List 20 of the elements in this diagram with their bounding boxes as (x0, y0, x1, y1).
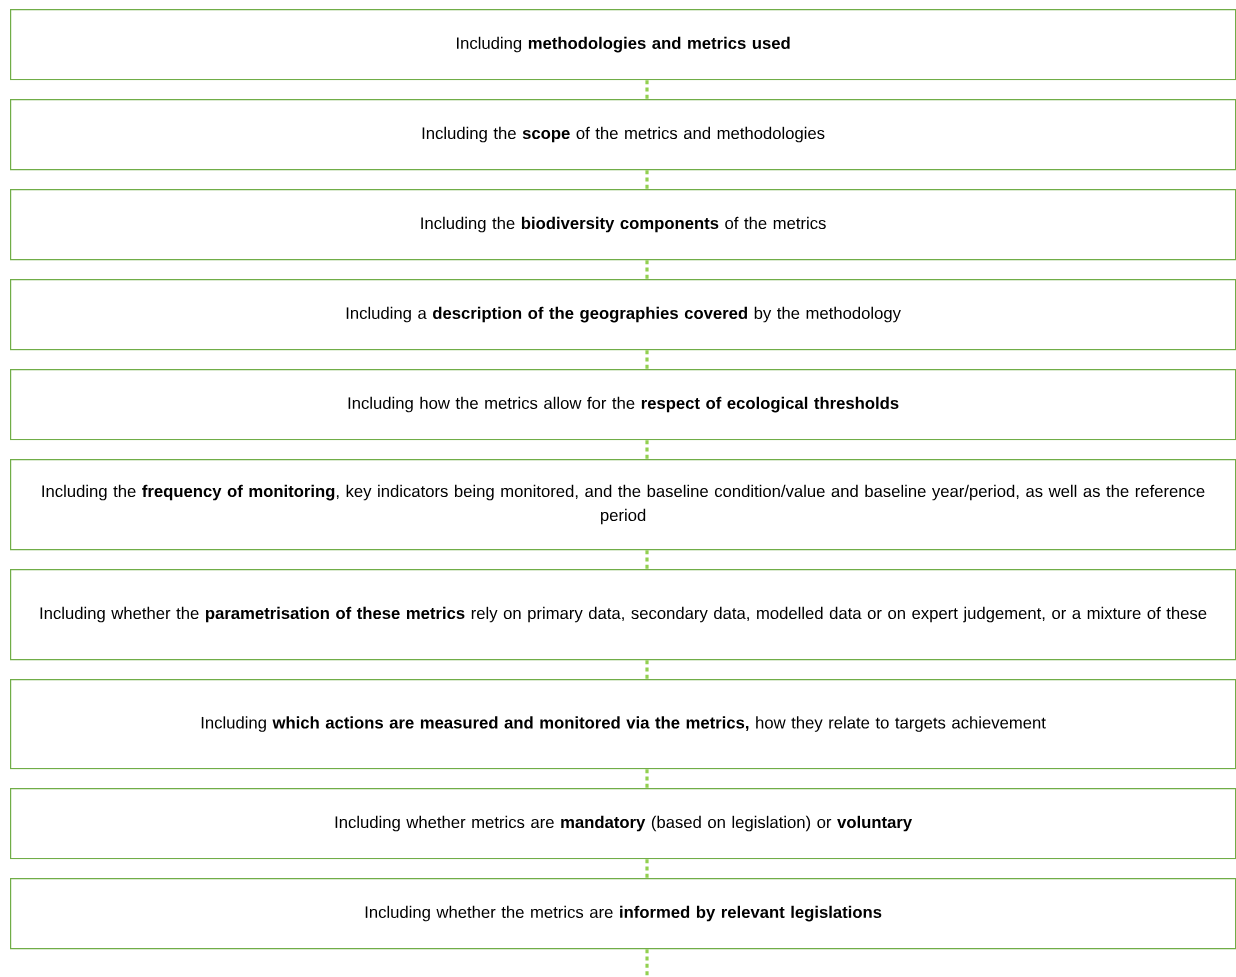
dotted-connector (645, 769, 649, 788)
text-box: Including the biodiversity components of the metrics (10, 189, 1236, 261)
dotted-connector (645, 170, 649, 189)
dotted-connector (645, 550, 649, 569)
text-box: Including how the metrics allow for the respect of ecological thresholds (10, 369, 1236, 441)
dotted-connector (645, 260, 649, 279)
text-box: Including which actions are measured and monitored via the metrics, how they relate to targets achievement (10, 679, 1236, 770)
dotted-connector (645, 350, 649, 369)
text-box: Including methodologies and metrics used (10, 9, 1236, 81)
dotted-connector (645, 80, 649, 99)
dotted-connector (645, 660, 649, 679)
dotted-connector (645, 859, 649, 878)
dotted-connector (645, 949, 649, 977)
text-box: Including a description of the geographies covered by the methodology (10, 279, 1236, 351)
text-box: Including whether the metrics are informed by relevant legislations (10, 878, 1236, 950)
text-box: Including whether metrics are mandatory (based on legislation) or voluntary (10, 788, 1236, 860)
text-box: Including whether the parametrisation of these metrics rely on primary data, secondary data, modelled data or on expert judgement, or a mixture of these (10, 569, 1236, 661)
text-box: Including the scope of the metrics and methodologies (10, 99, 1236, 171)
dotted-connector (645, 440, 649, 459)
text-box: Including the frequency of monitoring, key indicators being monitored, and the baseline condition/value and baseline year/period, as well as the reference period (10, 459, 1236, 551)
